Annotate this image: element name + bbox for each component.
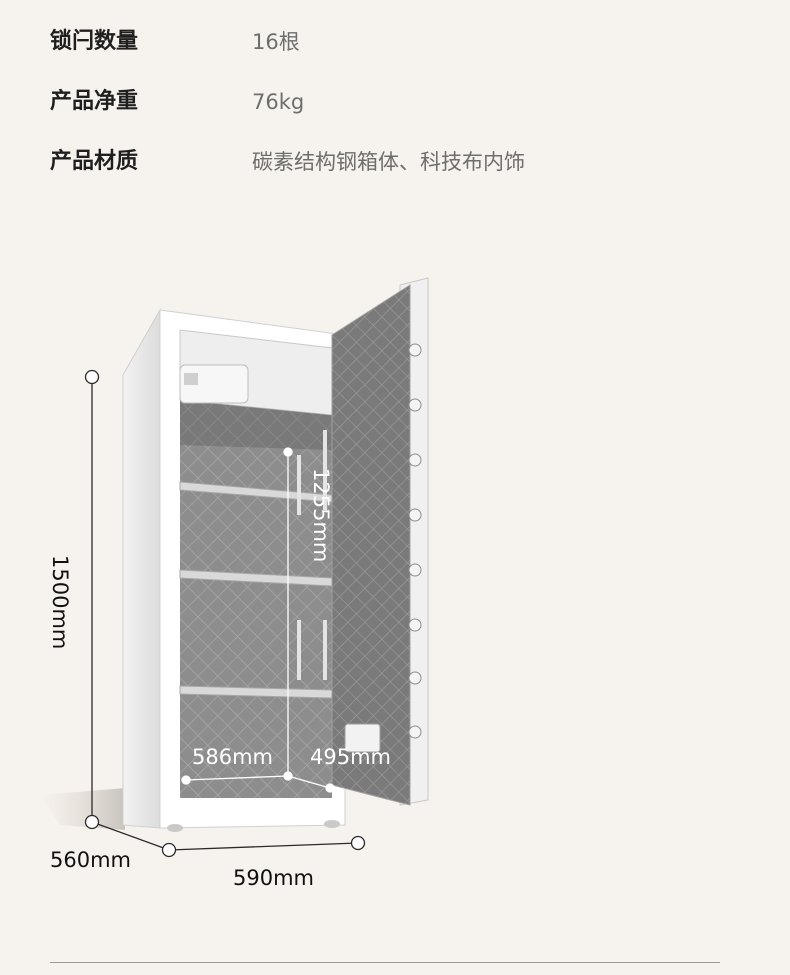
spec-value: 16根 [252, 30, 300, 54]
shelf-rail [323, 430, 327, 510]
safe-dimension-figure: 1500mm 1255mm 586mm 495mm 560mm 590mm [0, 240, 790, 920]
inner-width-dimension-label: 586mm [192, 745, 273, 769]
spec-value: 碳素结构钢箱体、科技布内饰 [252, 150, 525, 174]
depth-dimension-label: 560mm [50, 848, 131, 872]
inner-dimension-lines [181, 447, 335, 793]
inner-height-dimension-label: 1255mm [309, 468, 333, 563]
lock-bolts [408, 343, 422, 739]
door-handle [344, 723, 381, 753]
spec-row-net-weight: 产品净重 76kg [0, 82, 790, 122]
shelf-rail [297, 455, 301, 515]
drawer-keypad-icon [184, 373, 198, 385]
height-dimension-label: 1500mm [48, 555, 72, 650]
spec-row-lock-bolts: 锁闩数量 16根 [0, 22, 790, 62]
safe-foot [167, 824, 183, 832]
safe-illustration [40, 277, 429, 858]
door-inner-panel [331, 284, 411, 806]
safe-foot [324, 820, 340, 828]
spec-label: 锁闩数量 [50, 29, 139, 54]
spec-label: 产品净重 [50, 89, 139, 114]
safe-side-panel [122, 308, 161, 829]
shelf-rail [323, 620, 327, 680]
spec-value: 76kg [252, 90, 305, 114]
drawer-shadow [180, 400, 332, 450]
divider [50, 962, 720, 963]
spec-label: 产品材质 [50, 149, 139, 174]
inner-depth-dimension-label: 495mm [310, 745, 391, 769]
shelf-rail [297, 620, 301, 680]
safe-interior [180, 330, 332, 798]
outer-dimension-lines [84, 369, 366, 858]
floor-shadow [40, 788, 125, 830]
width-dimension-label: 590mm [233, 866, 314, 890]
spec-row-material: 产品材质 碳素结构钢箱体、科技布内饰 [0, 142, 790, 182]
